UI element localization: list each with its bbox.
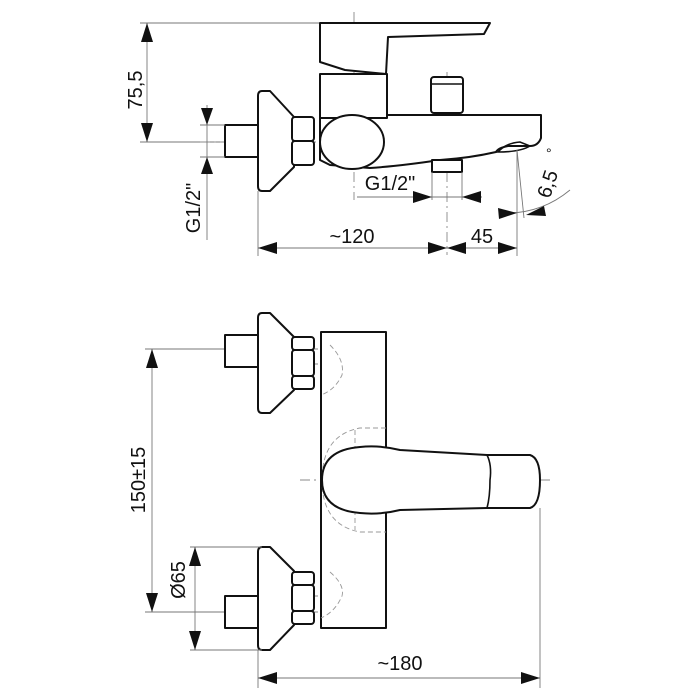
nut-lower — [291, 140, 315, 166]
body-column — [319, 73, 388, 119]
arrow — [428, 242, 447, 254]
dim-total-length-label: ~180 — [377, 653, 422, 675]
arrow — [413, 191, 432, 203]
arrow — [146, 349, 158, 368]
lever-handle-front — [321, 445, 541, 515]
arrow — [258, 242, 277, 254]
arrow — [189, 547, 201, 566]
lever-edge — [486, 454, 492, 509]
nut-lower-a — [291, 571, 315, 586]
arrow — [189, 631, 201, 650]
lever-handle — [319, 22, 491, 75]
arrow — [146, 593, 158, 612]
inlet-pipe — [224, 124, 260, 158]
arrow — [141, 23, 153, 42]
hidden-contour — [320, 571, 343, 619]
body-oval — [319, 114, 385, 170]
dim-length-label: ~120 — [329, 226, 374, 248]
arrow — [201, 108, 213, 125]
arrow — [447, 242, 466, 254]
arrow — [498, 242, 517, 254]
arrow — [258, 672, 277, 684]
arrow — [201, 157, 213, 174]
dim-height-label: 75,5 — [125, 71, 147, 110]
front-view: 150±15 Ø65 ~180 — [128, 312, 550, 688]
arrow — [498, 208, 517, 219]
nut-lower-c — [291, 610, 315, 625]
nut-upper-a — [291, 336, 315, 351]
dim-centers-label: 150±15 — [128, 447, 150, 514]
dim-angle-label: 6,5 — [534, 168, 564, 201]
degree-symbol: ° — [546, 145, 552, 161]
arrow — [462, 191, 481, 203]
nut-upper — [291, 116, 315, 142]
arrow — [141, 123, 153, 142]
inlet-pipe-lower — [224, 595, 260, 629]
dim-outlet-thread-label: G1/2" — [365, 173, 415, 195]
angle-line — [516, 149, 525, 219]
outlet-fitting — [431, 159, 463, 173]
nut-lower-b — [291, 584, 315, 612]
arrow — [521, 672, 540, 684]
arrow — [526, 206, 546, 216]
wall-flange — [257, 90, 295, 192]
wall-flange-lower — [257, 546, 295, 651]
inlet-pipe-upper — [224, 334, 260, 368]
side-view: 75,5 G1/2" G1/2" ~120 45 6,5 ° — [125, 12, 571, 256]
hidden-contour — [320, 344, 343, 396]
diverter-knob — [430, 76, 464, 114]
wall-flange-upper — [257, 312, 295, 414]
aerator — [496, 141, 532, 153]
dim-flange-diameter-label: Ø65 — [168, 561, 190, 599]
nut-upper-b — [291, 349, 315, 377]
dim-inlet-thread-label: G1/2" — [183, 183, 205, 233]
dim-spout-offset-label: 45 — [471, 226, 493, 248]
nut-upper-c — [291, 375, 315, 390]
